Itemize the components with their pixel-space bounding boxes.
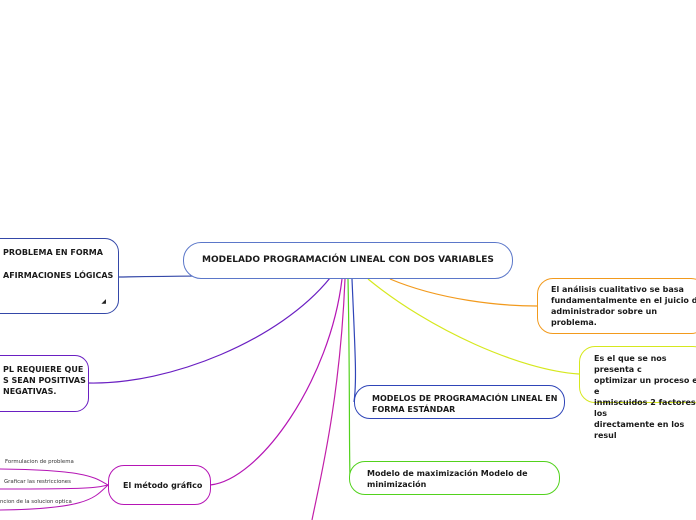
subtopic-graficar[interactable]: Graficar las restricciones — [4, 479, 71, 485]
topic-pl-requiere[interactable]: PL REQUIERE QUE S SEAN POSITIVAS NEGATIV… — [0, 355, 89, 412]
connector-lower — [311, 278, 346, 520]
connector-pl — [87, 277, 331, 384]
topic-line: fundamentalmente en el juicio del — [551, 296, 696, 305]
connector-optimizar — [367, 278, 580, 375]
connector-metodo — [209, 278, 343, 486]
connector-sub2 — [0, 484, 109, 490]
connector-maxmin — [347, 278, 351, 479]
topic-line: problema. — [551, 318, 597, 327]
topic-line: PL REQUIERE QUE — [3, 365, 84, 374]
connector-modelos — [351, 278, 357, 403]
topic-metodo-grafico[interactable]: El método gráfico — [108, 465, 211, 505]
topic-analisis-cualitativo[interactable]: El análisis cualitativo se basa fundamen… — [537, 278, 696, 334]
expand-corner-icon[interactable]: ◢ — [101, 298, 106, 305]
topic-line: S SEAN POSITIVAS — [3, 376, 86, 385]
topic-line: Es el que se nos presenta c — [594, 354, 667, 374]
central-topic-label: MODELADO PROGRAMACIÓN LINEAL CON DOS VAR… — [202, 255, 494, 265]
topic-line: Modelo de maximización Modelo de — [367, 469, 528, 478]
topic-label: El método gráfico — [123, 480, 203, 490]
topic-line: inmiscuidos 2 factores los — [594, 398, 696, 418]
topic-line: directamente en los resul — [594, 420, 685, 440]
topic-modelos-forma-estandar[interactable]: MODELOS DE PROGRAMACIÓN LINEAL EN FORMA … — [354, 385, 565, 419]
topic-line: administrador sobre un — [551, 307, 658, 316]
connector-sub3 — [0, 484, 109, 511]
connector-sub1 — [0, 468, 109, 486]
topic-line: MODELOS DE PROGRAMACIÓN LINEAL EN — [372, 394, 558, 403]
topic-line: NEGATIVAS. — [3, 387, 57, 396]
topic-problema-forma[interactable]: PROBLEMA EN FORMA AFIRMACIONES LÓGICAS ◢ — [0, 238, 119, 314]
topic-line: optimizar un proceso en e — [594, 376, 696, 396]
topic-line: AFIRMACIONES LÓGICAS — [3, 271, 114, 280]
topic-optimizar-proceso[interactable]: Es el que se nos presenta c optimizar un… — [579, 346, 696, 440]
topic-line: El análisis cualitativo se basa — [551, 285, 684, 294]
subtopic-formulacion[interactable]: Formulacion de problema — [5, 459, 74, 465]
connector-analisis — [389, 278, 538, 307]
central-topic[interactable]: MODELADO PROGRAMACIÓN LINEAL CON DOS VAR… — [183, 242, 513, 279]
topic-line: minimización — [367, 480, 427, 489]
topic-line: PROBLEMA EN FORMA — [3, 248, 103, 257]
topic-line: FORMA ESTÁNDAR — [372, 405, 456, 414]
subtopic-solucion[interactable]: ncion de la solucion optica — [0, 499, 72, 505]
topic-maximizacion-minimizacion[interactable]: Modelo de maximización Modelo de minimiz… — [349, 461, 560, 495]
